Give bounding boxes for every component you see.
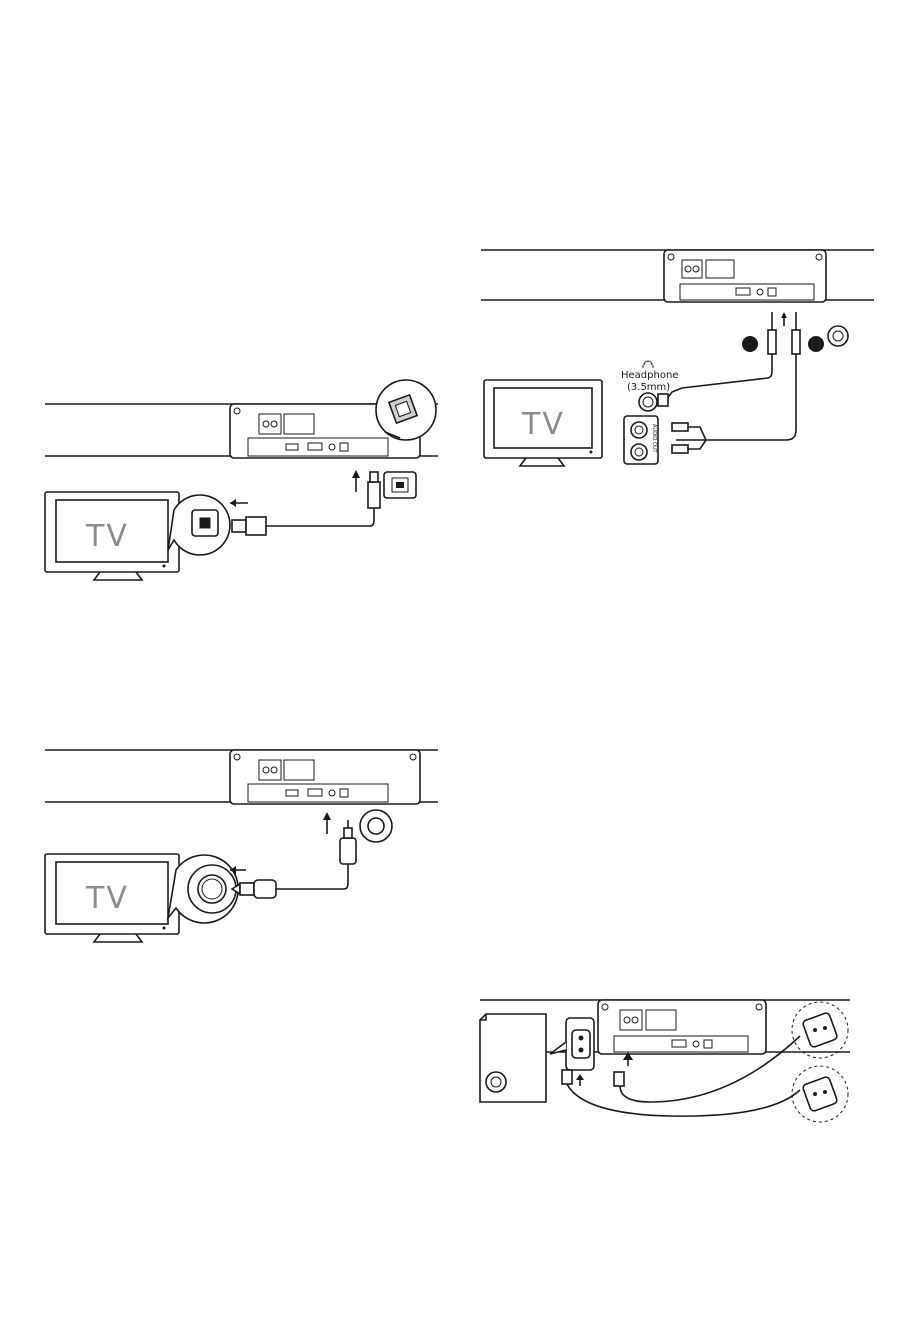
tv: TV xyxy=(484,380,602,466)
coaxial-port-icon xyxy=(360,810,392,842)
audio-out-panel: AUDIO OUT xyxy=(624,416,658,464)
optical-port-zoom xyxy=(376,380,436,440)
power-socket-icon xyxy=(792,1002,848,1122)
headphone-jack: Headphone (3.5mm) xyxy=(621,361,678,411)
tv: TV xyxy=(45,492,179,580)
soundbar-rear-panel xyxy=(230,750,420,804)
audio-out-label: AUDIO OUT xyxy=(651,424,657,454)
optical-port-icon xyxy=(384,472,416,498)
optical-connection-diagram: TV xyxy=(40,380,440,600)
optical-plug xyxy=(352,470,380,508)
tv-optical-output-zoom xyxy=(168,495,266,555)
coaxial-plug xyxy=(323,812,356,864)
headphone-size: (3.5mm) xyxy=(627,382,670,393)
soundbar-rear-panel xyxy=(598,1000,766,1054)
power-connection-diagram xyxy=(470,990,870,1130)
tv: TV xyxy=(45,854,179,942)
tv-coaxial-output-zoom xyxy=(168,855,276,923)
headphone-icon xyxy=(643,361,653,368)
tv-label: TV xyxy=(521,407,565,442)
coaxial-connection-diagram: TV xyxy=(40,738,440,960)
headphone-label: Headphone xyxy=(621,370,678,381)
tv-label: TV xyxy=(85,519,129,554)
soundbar-rear-panel xyxy=(664,250,826,302)
tv-label: TV xyxy=(85,881,129,916)
subwoofer xyxy=(480,1014,546,1102)
aux-connection-diagram: TV Headphone (3.5mm) AUDIO OUT xyxy=(476,240,876,470)
aux-plugs xyxy=(742,312,848,354)
